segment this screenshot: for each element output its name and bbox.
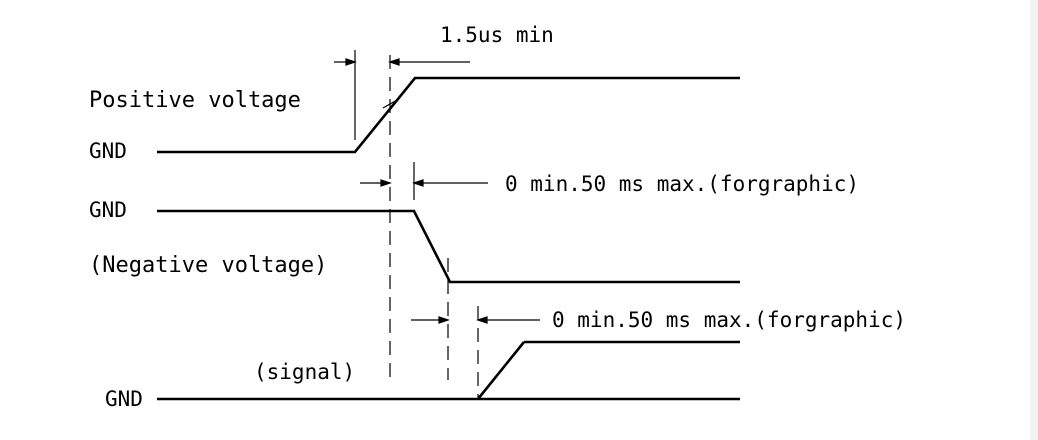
gnd-label-1: GND <box>89 139 127 163</box>
negative-voltage-waveform <box>157 209 740 284</box>
negative-voltage-label: (Negative voltage) <box>89 253 327 278</box>
positive-voltage-label: Positive voltage <box>89 88 301 113</box>
middle-dimension-left-arrow <box>380 179 392 187</box>
top-dimension-right-arrow <box>388 58 400 66</box>
top-dimension-tick <box>382 99 398 109</box>
gnd-label-3: GND <box>105 387 143 411</box>
bottom-timing-label: 0 min.50 ms max.(forgraphic) <box>552 308 906 332</box>
gnd-label-2: GND <box>89 198 127 222</box>
bottom-dimension-right-arrow <box>476 316 488 324</box>
positive-voltage-waveform <box>157 76 740 154</box>
signal-label: (signal) <box>254 360 355 384</box>
middle-dimension-right-arrow <box>412 179 424 187</box>
middle-timing-label: 0 min.50 ms max.(forgraphic) <box>505 172 859 196</box>
top-dimension-left-arrow <box>345 58 357 66</box>
top-timing-label: 1.5us min <box>440 23 554 47</box>
signal-rising-edge <box>476 341 526 400</box>
page-edge-strip <box>1030 0 1038 440</box>
bottom-dimension-left-arrow <box>438 316 450 324</box>
